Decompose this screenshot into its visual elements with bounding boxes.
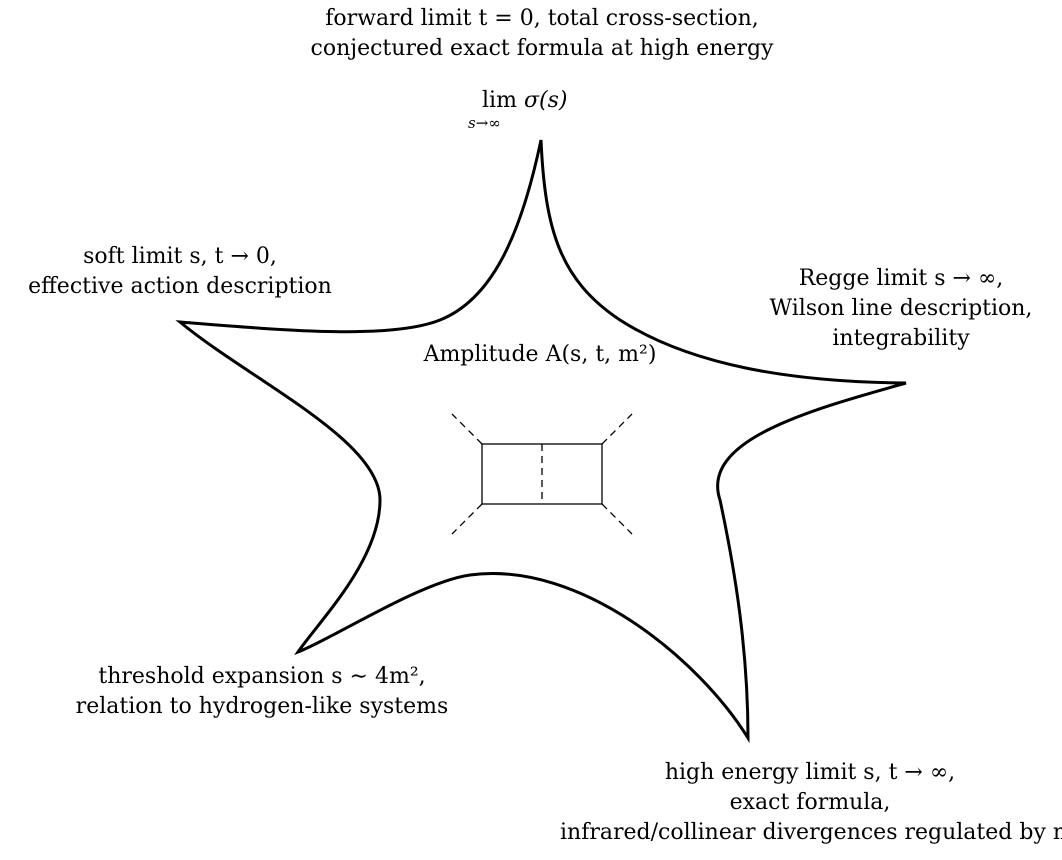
- regge-limit-line2: Wilson line description,: [769, 296, 1033, 321]
- high-energy-line3: infrared/collinear divergences regulated…: [560, 820, 1062, 845]
- high-energy-line2: exact formula,: [729, 790, 891, 815]
- threshold-line2: relation to hydrogen-like systems: [75, 694, 449, 719]
- soft-limit-line1: soft limit s, t → 0,: [83, 244, 277, 269]
- forward-limit-label: forward limit t = 0, total cross-section…: [232, 4, 852, 64]
- regge-limit-line1: Regge limit s → ∞,: [798, 266, 1004, 291]
- forward-limit-line2: conjectured exact formula at high energy: [310, 36, 774, 61]
- star-outline: [175, 139, 907, 744]
- limit-expression: lim s→∞ σ(s): [468, 86, 628, 138]
- forward-limit-line1: forward limit t = 0, total cross-section…: [325, 6, 759, 31]
- limit-function: σ(s): [524, 88, 568, 113]
- threshold-expansion-label: threshold expansion s ∼ 4m², relation to…: [62, 662, 462, 722]
- high-energy-line1: high energy limit s, t → ∞,: [664, 760, 956, 785]
- external-leg-bottom-left: [451, 503, 483, 535]
- soft-limit-line2: effective action description: [28, 274, 332, 299]
- high-energy-limit-label: high energy limit s, t → ∞, exact formul…: [560, 758, 1062, 848]
- regge-limit-line3: integrability: [832, 326, 970, 351]
- external-leg-top-left: [451, 413, 483, 445]
- external-leg-bottom-right: [601, 503, 633, 535]
- soft-limit-label: soft limit s, t → 0, effective action de…: [0, 242, 360, 302]
- limit-subscript: s→∞: [468, 114, 501, 132]
- box-feynman-diagram: [451, 413, 633, 535]
- external-leg-top-right: [601, 413, 633, 445]
- amplitude-label: Amplitude A(s, t, m²): [423, 342, 657, 367]
- threshold-line1: threshold expansion s ∼ 4m²,: [98, 664, 426, 689]
- regge-limit-label: Regge limit s → ∞, Wilson line descripti…: [740, 264, 1062, 354]
- limit-word: lim: [482, 88, 517, 113]
